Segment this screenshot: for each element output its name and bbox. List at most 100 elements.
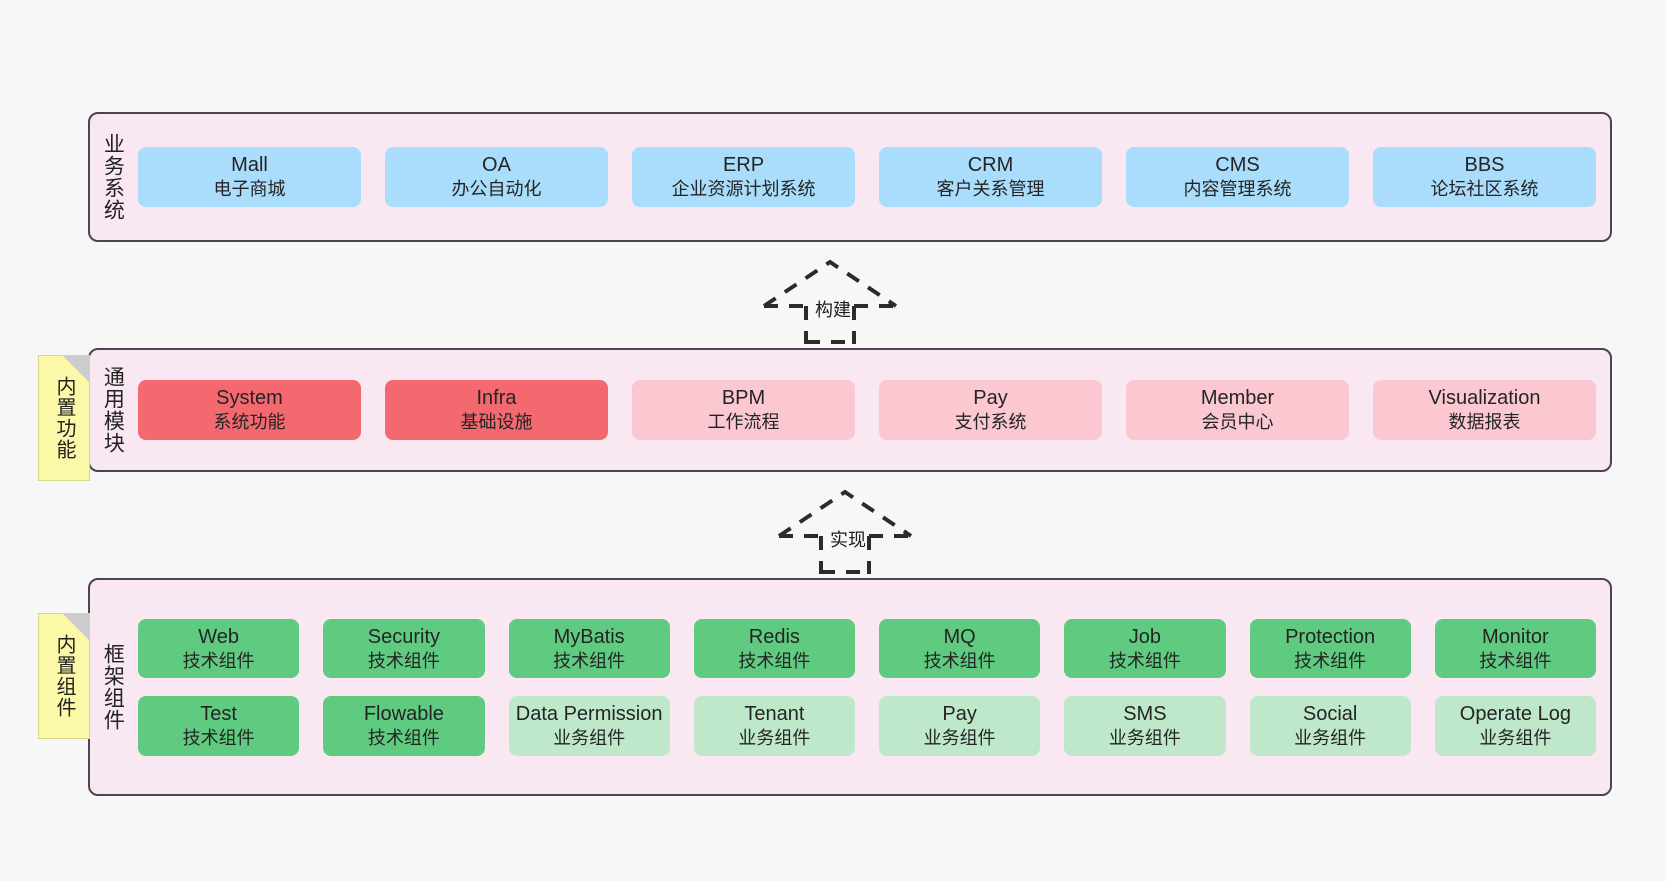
node-redis[interactable]: Redis 技术组件 <box>693 618 855 678</box>
node-subtitle: 业务组件 <box>1294 728 1367 748</box>
node-title: Visualization <box>1428 387 1541 410</box>
sticky-note-text: 内置组件 <box>53 634 75 718</box>
node-title: Test <box>200 703 237 725</box>
node-subtitle: 业务组件 <box>1108 728 1181 748</box>
node-test[interactable]: Test 技术组件 <box>138 696 300 756</box>
node-system[interactable]: System 系统功能 <box>138 380 361 440</box>
node-member[interactable]: Member 会员中心 <box>1126 380 1349 440</box>
node-title: MQ <box>943 625 976 648</box>
node-title: Member <box>1200 387 1275 410</box>
node-subtitle: 技术组件 <box>1294 650 1367 671</box>
node-tenant[interactable]: Tenant 业务组件 <box>693 696 855 756</box>
node-subtitle: 技术组件 <box>553 650 626 671</box>
node-subtitle: 内容管理系统 <box>1183 179 1292 200</box>
layer-common-modules[interactable]: 通用模块 System 系统功能 Infra 基础设施 BPM 工作流程 Pay… <box>88 348 1612 472</box>
node-subtitle: 支付系统 <box>954 412 1027 433</box>
layer-business-systems[interactable]: 业务系统 Mall 电子商城 OA 办公自动化 ERP 企业资源计划系统 CRM… <box>88 112 1612 242</box>
node-title: BBS <box>1464 154 1505 177</box>
node-subtitle: 电子商城 <box>213 179 286 200</box>
node-mq[interactable]: MQ 技术组件 <box>879 618 1041 678</box>
node-title: Social <box>1302 703 1358 725</box>
node-title: Data Permission <box>515 703 663 725</box>
node-title: CRM <box>967 154 1014 177</box>
node-visualization[interactable]: Visualization 数据报表 <box>1373 380 1596 440</box>
connector-build-arrow: 构建 <box>760 258 900 344</box>
sticky-note-builtin-features[interactable]: 内置功能 <box>38 355 90 481</box>
layer-title-common-modules: 通用模块 <box>101 366 125 454</box>
layer-framework-components[interactable]: 框架组件 Web 技术组件 Security 技术组件 MyBatis 技术组件… <box>88 578 1612 796</box>
node-subtitle: 业务组件 <box>923 728 996 748</box>
node-mall[interactable]: Mall 电子商城 <box>138 147 361 207</box>
node-title: Tenant <box>744 703 805 725</box>
node-job[interactable]: Job 技术组件 <box>1064 618 1226 678</box>
node-subtitle: 会员中心 <box>1201 412 1274 433</box>
node-title: CMS <box>1215 154 1260 177</box>
node-row: Web 技术组件 Security 技术组件 MyBatis 技术组件 Redi… <box>138 618 1596 678</box>
node-cms[interactable]: CMS 内容管理系统 <box>1126 147 1349 207</box>
node-title: ERP <box>722 154 765 177</box>
node-title: Protection <box>1285 625 1376 648</box>
node-monitor[interactable]: Monitor 技术组件 <box>1434 618 1596 678</box>
node-erp[interactable]: ERP 企业资源计划系统 <box>632 147 855 207</box>
connector-label-implement: 实现 <box>830 530 866 550</box>
node-flowable[interactable]: Flowable 技术组件 <box>323 696 485 756</box>
sticky-note-builtin-components[interactable]: 内置组件 <box>38 613 90 739</box>
node-subtitle: 论坛社区系统 <box>1430 179 1539 200</box>
node-subtitle: 工作流程 <box>707 412 780 433</box>
node-title: BPM <box>721 387 766 410</box>
node-subtitle: 技术组件 <box>923 650 996 671</box>
node-title: OA <box>482 154 511 177</box>
sticky-note-text: 内置功能 <box>53 376 75 460</box>
node-title: Job <box>1128 625 1161 648</box>
node-subtitle: 办公自动化 <box>451 179 542 200</box>
node-web[interactable]: Web 技术组件 <box>138 618 300 678</box>
layer-body-common-modules: System 系统功能 Infra 基础设施 BPM 工作流程 Pay 支付系统… <box>134 350 1610 470</box>
node-subtitle: 技术组件 <box>367 728 440 748</box>
layer-body-framework-components: Web 技术组件 Security 技术组件 MyBatis 技术组件 Redi… <box>134 580 1610 794</box>
layer-title-business-systems: 业务系统 <box>101 133 125 221</box>
node-oa[interactable]: OA 办公自动化 <box>385 147 608 207</box>
node-subtitle: 技术组件 <box>182 728 255 748</box>
node-subtitle: 技术组件 <box>182 650 255 671</box>
note-fold-corner-icon <box>63 614 89 640</box>
node-crm[interactable]: CRM 客户关系管理 <box>879 147 1102 207</box>
node-social[interactable]: Social 业务组件 <box>1249 696 1411 756</box>
node-subtitle: 技术组件 <box>367 650 440 671</box>
node-title: MyBatis <box>553 625 625 648</box>
node-security[interactable]: Security 技术组件 <box>323 618 485 678</box>
node-row: Test 技术组件 Flowable 技术组件 Data Permission … <box>138 696 1596 756</box>
node-title: Flowable <box>363 703 444 725</box>
connector-label-build: 构建 <box>815 300 851 320</box>
layer-body-business-systems: Mall 电子商城 OA 办公自动化 ERP 企业资源计划系统 CRM 客户关系… <box>134 114 1610 240</box>
node-title: Monitor <box>1482 625 1549 648</box>
node-bpm[interactable]: BPM 工作流程 <box>632 380 855 440</box>
node-title: Infra <box>476 387 517 410</box>
node-row: System 系统功能 Infra 基础设施 BPM 工作流程 Pay 支付系统… <box>138 380 1596 440</box>
layer-title-framework-components: 框架组件 <box>101 643 125 731</box>
node-pay-component[interactable]: Pay 业务组件 <box>879 696 1041 756</box>
node-subtitle: 业务组件 <box>738 728 811 748</box>
node-mybatis[interactable]: MyBatis 技术组件 <box>508 618 670 678</box>
node-title: SMS <box>1123 703 1167 725</box>
node-title: Pay <box>942 703 977 725</box>
node-subtitle: 数据报表 <box>1448 412 1521 433</box>
node-protection[interactable]: Protection 技术组件 <box>1249 618 1411 678</box>
node-subtitle: 基础设施 <box>460 412 533 433</box>
node-title: Pay <box>973 387 1008 410</box>
node-subtitle: 系统功能 <box>213 412 286 433</box>
node-sms[interactable]: SMS 业务组件 <box>1064 696 1226 756</box>
connector-implement-arrow: 实现 <box>775 488 915 574</box>
node-subtitle: 客户关系管理 <box>936 179 1045 200</box>
node-subtitle: 业务组件 <box>1479 728 1552 748</box>
node-operate-log[interactable]: Operate Log 业务组件 <box>1434 696 1596 756</box>
node-bbs[interactable]: BBS 论坛社区系统 <box>1373 147 1596 207</box>
node-pay-module[interactable]: Pay 支付系统 <box>879 380 1102 440</box>
node-infra[interactable]: Infra 基础设施 <box>385 380 608 440</box>
node-subtitle: 技术组件 <box>738 650 811 671</box>
node-subtitle: 企业资源计划系统 <box>671 179 816 200</box>
node-data-permission[interactable]: Data Permission 业务组件 <box>508 696 670 756</box>
node-row: Mall 电子商城 OA 办公自动化 ERP 企业资源计划系统 CRM 客户关系… <box>138 147 1596 207</box>
hollow-dashed-arrow-icon <box>762 259 898 344</box>
node-subtitle: 技术组件 <box>1479 650 1552 671</box>
